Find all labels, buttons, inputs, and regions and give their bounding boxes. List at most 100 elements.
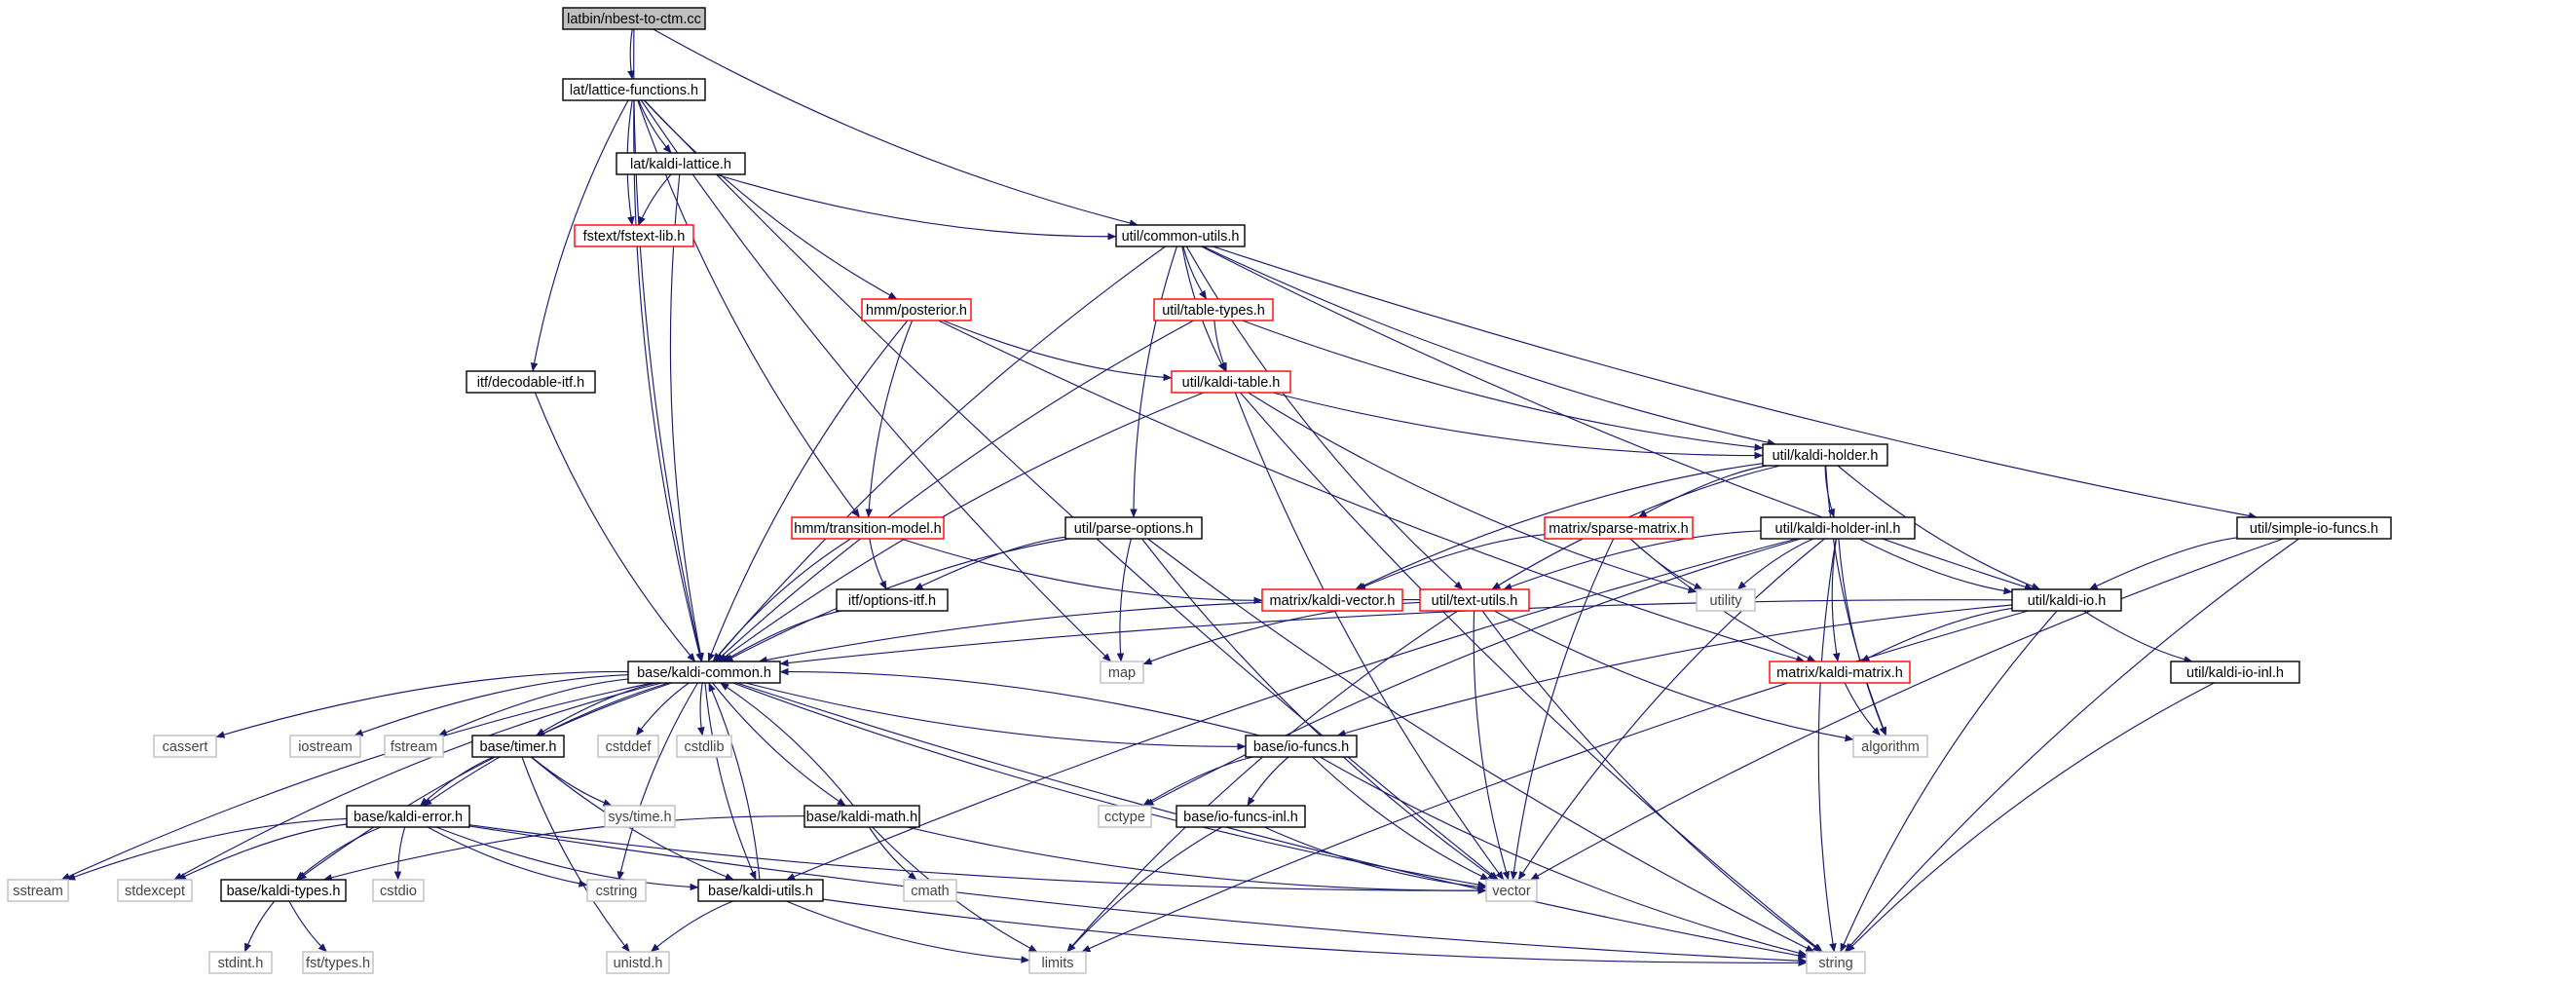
node-optionsitf[interactable]: itf/options-itf.h [836,588,949,612]
node-label: base/io-funcs.h [1253,739,1349,755]
edge-simpleio-to-vector [1530,538,2284,881]
node-latfunc[interactable]: lat/lattice-functions.h [562,78,706,101]
edge-iofuncs-to-kaldicommon [779,667,1260,736]
node-label: base/timer.h [480,739,557,755]
node-kaldiholder[interactable]: util/kaldi-holder.h [1762,443,1888,467]
node-kalditable[interactable]: util/kaldi-table.h [1171,370,1291,394]
node-kaldiutils[interactable]: base/kaldi-utils.h [697,879,824,902]
node-simpleio[interactable]: util/simple-io-funcs.h [2236,516,2392,540]
edge-kaldierror-to-string [468,825,1808,964]
node-nbest[interactable]: latbin/nbest-to-ctm.cc [562,7,706,30]
edge-commonutils-to-tabletypes [1182,246,1208,300]
edge-posterior-to-kaldicommon [707,320,909,662]
node-transmodel[interactable]: hmm/transition-model.h [791,516,945,540]
node-box [1261,588,1403,612]
node-stdexcept: stdexcept [117,879,193,902]
node-box [861,298,972,321]
edge-kaldierror-to-stdexcept [176,823,348,881]
edge-kaldierror-to-vector [468,824,1487,894]
node-box [1171,370,1291,394]
node-box [1544,516,1694,540]
edge-commonutils-to-kaldiio [1201,246,2034,591]
node-label: sys/time.h [608,810,671,825]
edge-holderinl-to-vector [1517,538,1825,881]
edge-parseopts-to-string [1147,538,1815,953]
node-sstream: sstream [7,879,69,902]
node-box [627,661,781,684]
node-iofuncsinl[interactable]: base/io-funcs-inl.h [1176,805,1306,828]
edge-kaldicommon-to-cassert [215,670,629,738]
node-fstextlib[interactable]: fstext/fstext-lib.h [574,224,694,247]
node-label: util/parse-options.h [1074,521,1194,537]
edge-textutils-to-algorithm [1494,610,1854,742]
node-parseopts[interactable]: util/parse-options.h [1064,516,1203,540]
node-box [384,735,444,758]
edge-textutils-to-limits [1066,610,1459,953]
edge-simpleio-to-kaldiio [2088,537,2238,590]
node-holderinl[interactable]: util/kaldi-holder-inl.h [1760,516,1916,540]
node-kaldivector[interactable]: matrix/kaldi-vector.h [1261,588,1403,612]
node-box [1115,224,1246,247]
edge-kaldiio-to-string [1840,610,2058,953]
edge-kaldiio-to-kaldimatrix [1860,607,2013,662]
edge-kaldiholder-to-sparsematrix [1637,465,1768,518]
edge-kaldimath-to-kaldicommon [720,682,854,807]
node-sparsematrix[interactable]: matrix/sparse-matrix.h [1544,516,1694,540]
node-label: unistd.h [614,956,663,971]
node-kaldilattice[interactable]: lat/kaldi-lattice.h [616,152,746,175]
edge-kaldierror-to-kaldiutils [435,826,699,891]
edge-kaldiioinl-to-string [1846,682,2215,953]
node-posterior[interactable]: hmm/posterior.h [861,298,972,321]
edge-iofuncs-to-string [1320,756,1808,957]
node-limits: limits [1028,951,1087,974]
edge-tabletypes-to-kaldicommon [715,320,1194,662]
edge-tabletypes-to-kalditable [1213,320,1227,372]
node-box [676,735,732,758]
node-commonutils[interactable]: util/common-utils.h [1115,224,1246,247]
node-kaldimatrix[interactable]: matrix/kaldi-matrix.h [1769,661,1911,684]
edge-kaldilattice-to-fstextlib [638,173,672,226]
node-iofuncs[interactable]: base/io-funcs.h [1245,735,1358,758]
node-label: iostream [298,739,353,755]
node-box [117,879,193,902]
edge-kaldilattice-to-commonutils [715,173,1117,241]
edge-kaldierror-to-kalditypes [295,826,382,881]
node-label: algorithm [1861,739,1920,755]
node-kaldicommon[interactable]: base/kaldi-common.h [627,661,781,684]
node-box [697,879,824,902]
edge-transmodel-to-kaldivector [900,538,1263,605]
node-label: util/kaldi-holder.h [1773,448,1879,464]
node-kaldimath[interactable]: base/kaldi-math.h [803,805,920,828]
node-label: lat/lattice-functions.h [570,83,698,98]
edge-kaldiutils-to-kaldicommon [708,682,761,881]
node-kaldierror[interactable]: base/kaldi-error.h [346,805,470,828]
edge-kalditable-to-vector [1234,392,1505,881]
node-decodable[interactable]: itf/decodable-itf.h [466,370,596,394]
edge-kaldicommon-to-sstream [60,682,653,881]
node-timer[interactable]: base/timer.h [471,735,565,758]
node-kaldiio[interactable]: util/kaldi-io.h [2011,588,2122,612]
node-box [586,879,647,902]
node-kalditypes[interactable]: base/kaldi-types.h [220,879,347,902]
node-kaldiioinl[interactable]: util/kaldi-io-inl.h [2170,661,2300,684]
node-box [616,152,746,175]
edge-kaldicommon-to-vector [732,682,1487,888]
edge-kaldicommon-to-iofuncs [745,682,1247,751]
node-map: map [1100,661,1144,684]
edges-layer [60,28,2299,967]
node-label: fstext/fstext-lib.h [583,229,686,245]
node-label: base/kaldi-types.h [227,884,341,899]
edge-kaldiutils-to-string [822,898,1808,967]
node-tabletypes[interactable]: util/table-types.h [1153,298,1274,321]
edge-holderinl-to-textutils [1503,530,1762,590]
node-textutils[interactable]: util/text-utils.h [1419,588,1530,612]
edge-kaldiutils-to-limits [786,900,1030,963]
edge-kaldicommon-to-timer [536,682,656,736]
node-label: cstddef [606,739,653,755]
edge-latfunc-to-vector [644,99,1499,881]
node-label: matrix/kaldi-matrix.h [1776,665,1903,681]
edge-commonutils-to-kaldiholder [1203,246,1776,446]
edge-kaldicommon-to-stdexcept [173,682,662,881]
node-box [1028,951,1087,974]
node-box [1769,661,1911,684]
